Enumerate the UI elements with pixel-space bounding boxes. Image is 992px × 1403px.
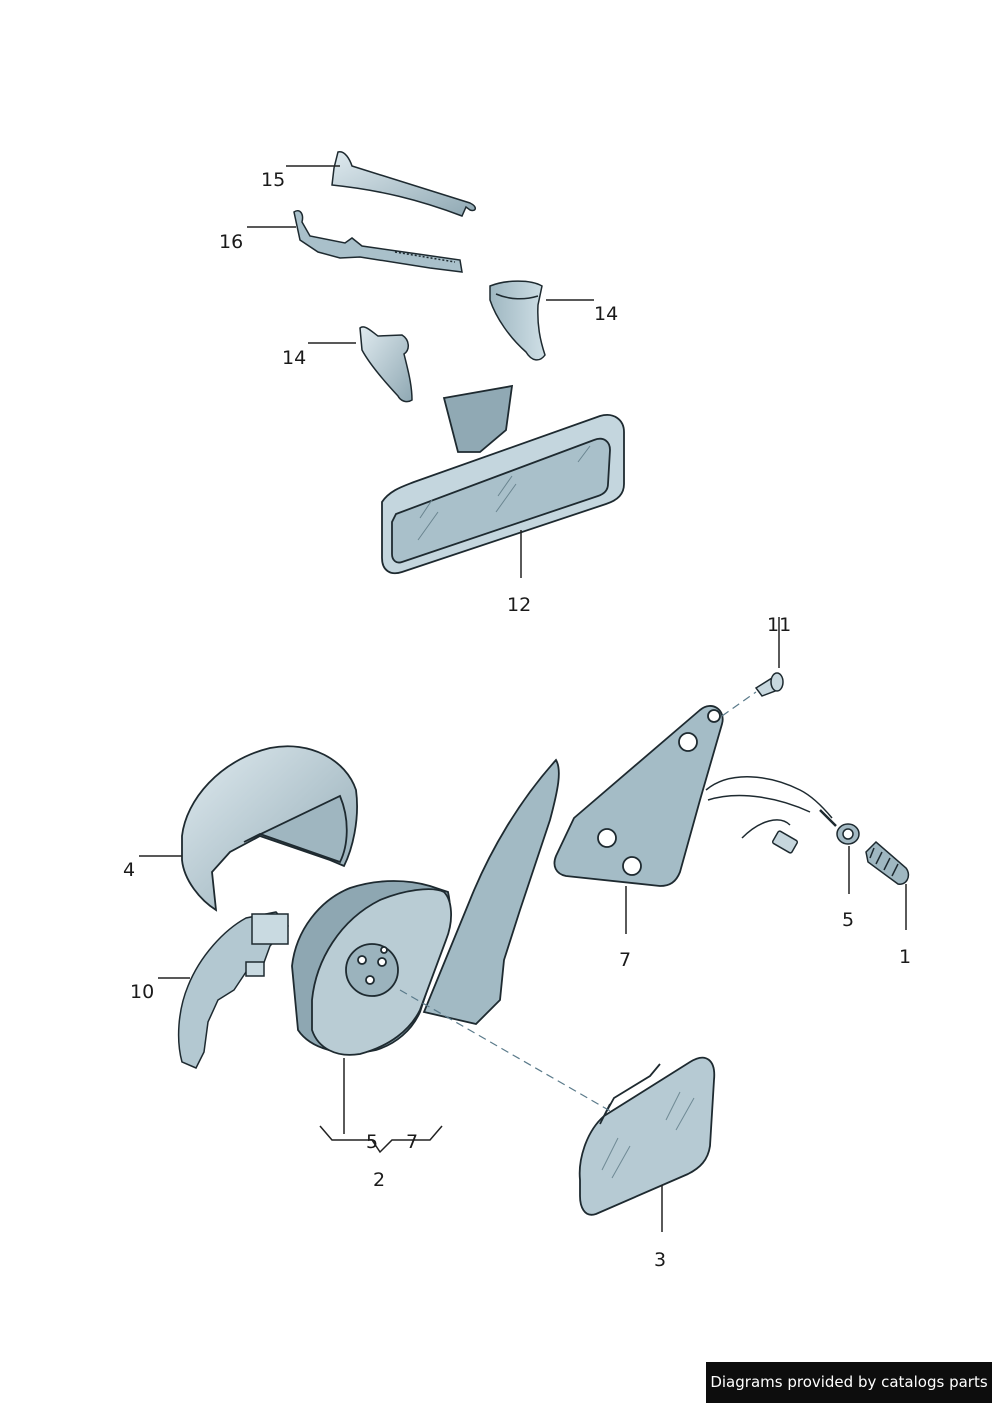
part-16-cable-guide bbox=[293, 210, 463, 273]
callout-2: 2 bbox=[373, 1169, 386, 1191]
part-3-mirror-glass bbox=[578, 1056, 716, 1216]
credit-banner: Diagrams provided by catalogs parts bbox=[706, 1362, 992, 1403]
part-5-grommet bbox=[836, 823, 860, 845]
part-14-cover-right bbox=[489, 280, 546, 361]
callout-10: 10 bbox=[130, 981, 155, 1003]
part-12-interior-mirror bbox=[381, 384, 625, 575]
callout-16: 16 bbox=[219, 231, 244, 253]
part-10-signal-frame bbox=[177, 911, 289, 1069]
callout-7: 7 bbox=[619, 949, 632, 971]
callout-4: 4 bbox=[123, 859, 136, 881]
part-11-screw bbox=[754, 672, 784, 697]
part-15-cover bbox=[331, 151, 476, 217]
callout-5: 5 bbox=[842, 909, 855, 931]
leader-lines bbox=[139, 165, 907, 1232]
part-2-mirror-assembly bbox=[291, 758, 560, 1056]
callout-2-sub-7: 7 bbox=[406, 1131, 419, 1153]
wiring-harness bbox=[705, 776, 837, 854]
callout-15: 15 bbox=[261, 169, 286, 191]
callout-2-sub-5: 5 bbox=[366, 1131, 379, 1153]
part-1-sleeve bbox=[865, 840, 910, 885]
callout-11: 11 bbox=[767, 614, 792, 636]
part-14-cover-left bbox=[359, 326, 413, 403]
alignment-lines bbox=[399, 691, 757, 1113]
callout-14-left: 14 bbox=[282, 347, 307, 369]
callout-14-right: 14 bbox=[594, 303, 619, 325]
part-4-housing-cap bbox=[181, 745, 358, 912]
callout-3: 3 bbox=[654, 1249, 667, 1271]
callout-12: 12 bbox=[507, 594, 532, 616]
callout-1: 1 bbox=[899, 946, 912, 968]
part-7-base-plate bbox=[553, 705, 724, 887]
